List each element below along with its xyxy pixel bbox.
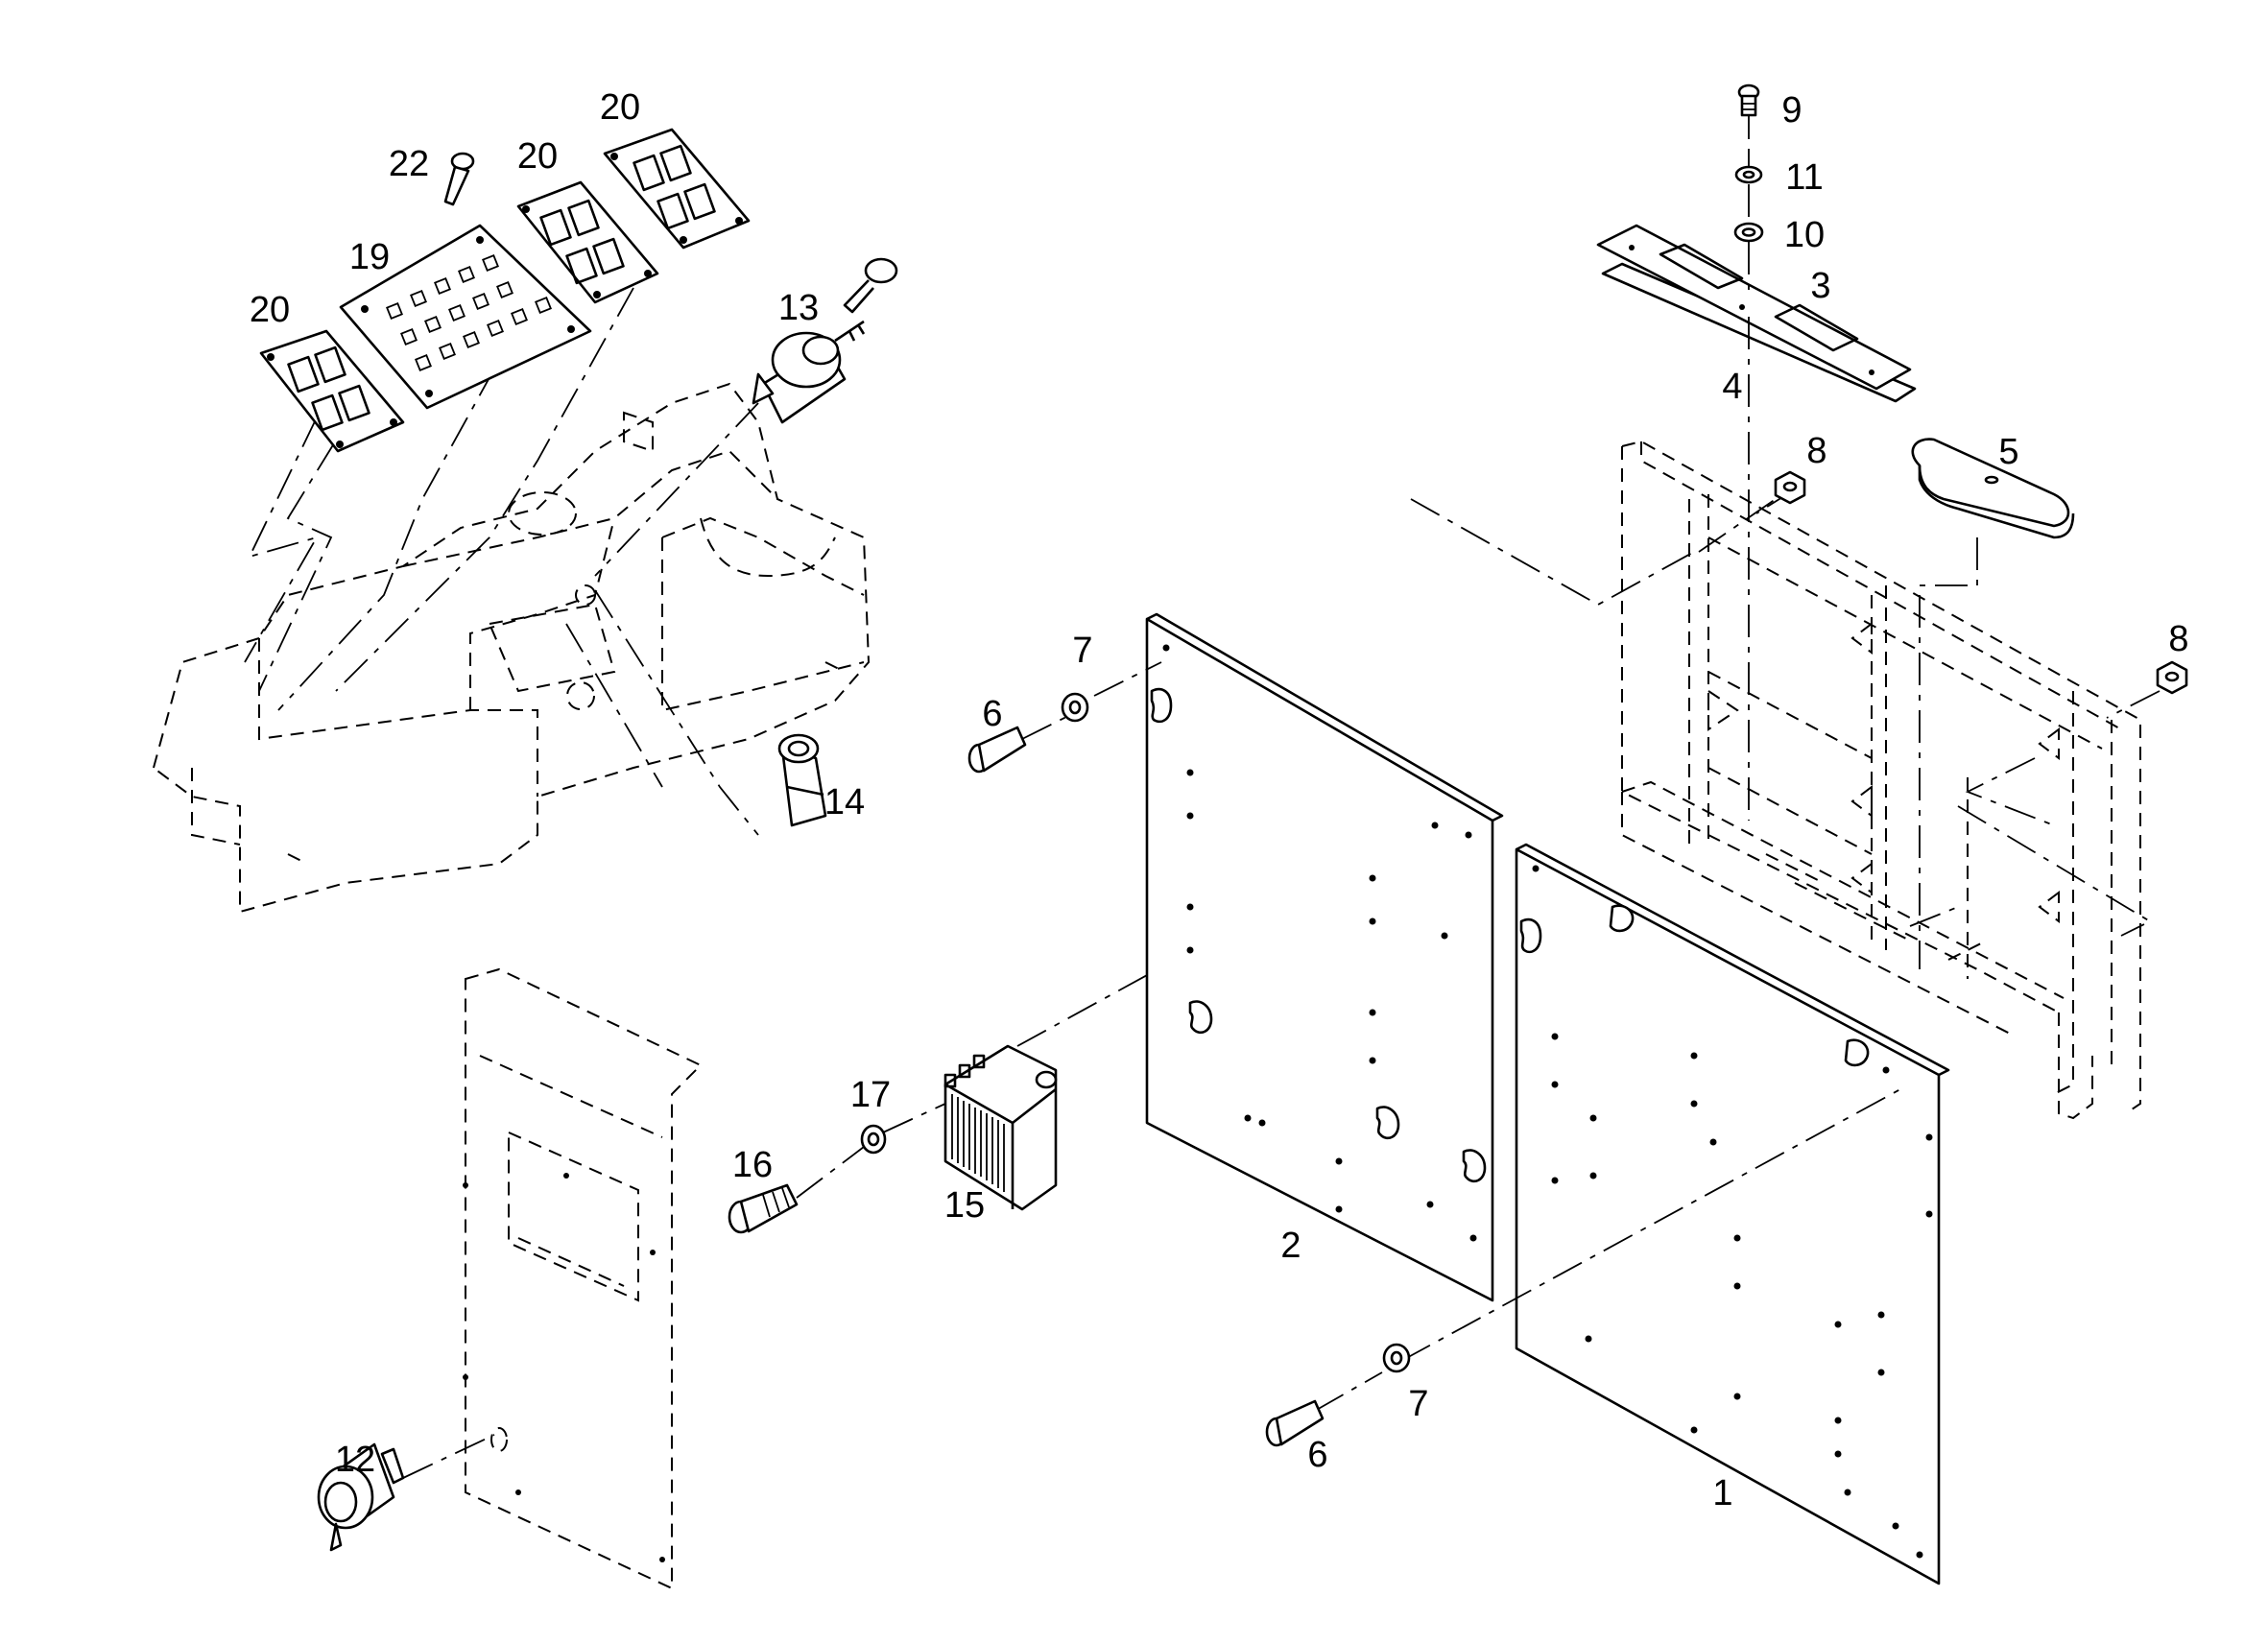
leader-5 [1919,537,1978,969]
callout-12: 12 [335,1440,375,1480]
callout-8-upper: 8 [1806,431,1826,471]
callout-3: 3 [1810,266,1830,306]
screw-part6-upper [967,726,1027,774]
heatsink-fins [951,1094,1005,1192]
leader-8-right [2106,690,2161,719]
washer-part11 [1734,165,1763,184]
callout-15: 15 [944,1185,985,1226]
rotary-switch-part12 [317,1442,405,1552]
rear-cover-panel [463,967,703,1590]
control-module-part15 [943,1044,1058,1211]
screw-part16 [728,1183,799,1234]
callout-13: 13 [778,288,819,328]
callout-labels: 1 2 3 4 5 6 6 7 7 8 8 9 10 11 12 13 14 1… [250,87,2189,1513]
frame-leader-lines [1410,498,2152,937]
screw-part22 [443,152,475,206]
leader-6-7-lower [1314,1088,1901,1412]
leader-12 [402,1434,495,1479]
callout-10: 10 [1784,215,1825,255]
callout-1: 1 [1712,1473,1732,1513]
callout-20-middle: 20 [517,136,558,177]
mounting-plate-part2 [1145,612,1504,1302]
washer-part7-lower [1382,1343,1411,1373]
plate1-holes [1532,865,1933,1559]
callout-20-right: 20 [600,87,640,128]
callout-14: 14 [824,782,865,822]
callout-9: 9 [1781,90,1802,131]
callout-8-right: 8 [2168,619,2188,659]
leader-6-7-upper [1021,661,1162,740]
cap-part5 [1911,438,2075,539]
callout-20-left: 20 [250,290,290,330]
callout-5: 5 [1998,432,2018,472]
callout-4: 4 [1722,367,1742,407]
keypad-panel-part19 [339,224,592,410]
support-frame [1621,440,2141,1120]
switch-panel-right-part20 [603,128,751,250]
nut-part8-upper [1774,470,1806,505]
callout-22: 22 [389,144,429,184]
bolt-part9 [1737,83,1760,117]
top-cover-part3 [1596,224,1912,391]
callout-17: 17 [850,1075,891,1115]
callout-7-lower: 7 [1408,1384,1428,1424]
washer-part10 [1733,222,1764,243]
console-leader-lines [244,287,759,836]
callout-6-lower: 6 [1307,1435,1327,1475]
switch-panel-middle-part20 [516,180,659,304]
callout-16: 16 [732,1145,773,1185]
ignition-switch-part13 [752,257,898,424]
leader-16-17-15 [796,824,1421,1199]
callout-7-upper: 7 [1072,631,1092,671]
callout-6-upper: 6 [982,694,1002,734]
callout-11: 11 [1785,157,1823,198]
base-plate-part1 [1515,843,1950,1585]
callout-19: 19 [349,237,390,277]
socket-part14 [777,733,827,827]
nut-part8-right [2156,660,2188,695]
screw-part6-lower [1265,1399,1325,1447]
plate2-holes [1162,644,1477,1242]
switch-panel-left-part20 [259,329,405,453]
washer-part17 [860,1124,887,1155]
console-housing [152,382,871,914]
keypad-keys [386,254,552,371]
washer-part7-upper [1061,692,1089,723]
callout-2: 2 [1280,1226,1301,1266]
